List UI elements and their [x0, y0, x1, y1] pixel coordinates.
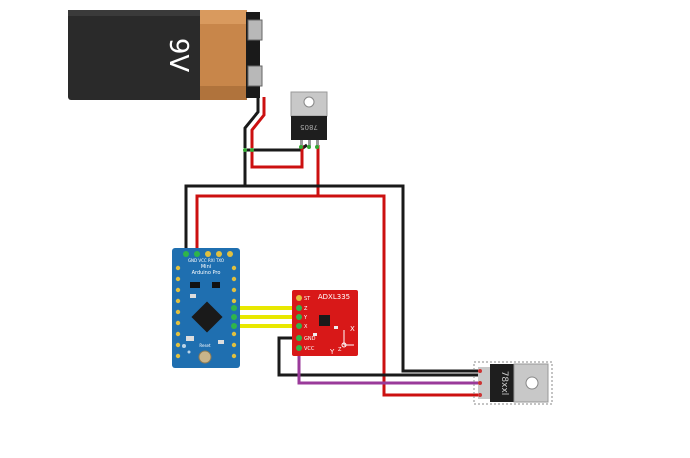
battery-terminal-negative	[247, 65, 263, 87]
arduino-title-line2: Arduino Pro	[192, 270, 221, 276]
battery-black-lead	[243, 97, 260, 148]
accelerometer-pin-z: Z	[304, 306, 308, 312]
accelerometer-pin-y: Y	[303, 315, 308, 321]
axis-x-label: X	[350, 325, 355, 333]
battery-label: 9V	[163, 38, 193, 73]
wires	[184, 97, 479, 397]
arduino-reset-button[interactable]	[198, 350, 212, 364]
accelerometer-pin-x: X	[304, 324, 308, 330]
accelerometer-chip	[319, 315, 330, 326]
junction-dots	[243, 148, 254, 152]
battery-terminal-positive	[247, 19, 263, 41]
wire-power-bus	[195, 194, 479, 397]
arduino-pro-mini: GND VCC RXI TXO Mini Arduino Pro Reset	[172, 248, 240, 368]
arduino-title-line1: Mini	[201, 264, 211, 270]
wire-ground-bus	[184, 150, 247, 252]
axis-y-label: Y	[329, 348, 335, 356]
battery-9v: 9V	[68, 10, 263, 100]
arduino-reset-label: Reset	[199, 343, 211, 348]
arduino-side-pins	[175, 265, 237, 359]
regulator-bottom-label: 78xxl	[499, 371, 509, 396]
battery-red-lead	[250, 97, 266, 148]
accelerometer-pin-gnd: GND	[304, 336, 316, 342]
regulator-top-label: 7805	[300, 123, 318, 131]
voltage-regulator-bottom: 78xxl	[473, 361, 553, 405]
accelerometer-pin-vcc: VCC	[304, 346, 315, 352]
arduino-top-pins-label: GND VCC RXI TXO	[188, 258, 224, 263]
voltage-regulator-top: 7805	[290, 91, 328, 149]
accelerometer-title: ADXL335	[318, 293, 350, 301]
wire-reg-top-black	[245, 143, 308, 152]
arduino-top-header	[183, 251, 233, 257]
accelerometer-pins	[296, 295, 302, 351]
wire-reg-top-red	[250, 145, 304, 169]
accelerometer-pin-st: ST	[304, 296, 311, 302]
axis-indicator-icon	[341, 330, 354, 348]
arduino-mcu-chip	[191, 301, 223, 333]
wire-accel-vcc	[297, 350, 479, 385]
wire-ground-right	[245, 184, 478, 373]
axis-z-label: Z	[338, 347, 342, 353]
arduino-logo-icon	[182, 344, 191, 354]
wire-accel-gnd	[277, 336, 478, 377]
accelerometer-adxl335: ADXL335 ST Z Y X GND VCC X Y Z	[292, 290, 358, 356]
